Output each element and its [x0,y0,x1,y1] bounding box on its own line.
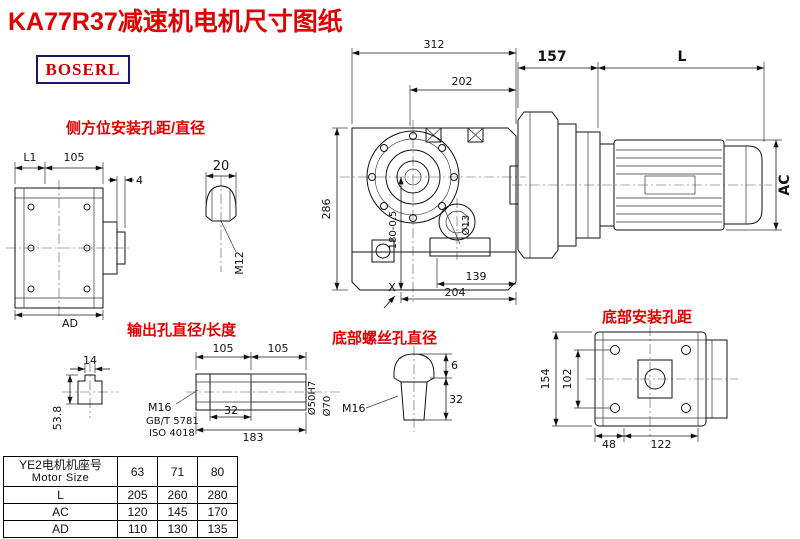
cell-ad-63: 110 [117,520,158,538]
table-header-en: Motor Size [31,472,90,485]
bottom-mount-dimensions: 154 102 48 122 [539,331,699,451]
dim-180: 180-0.5 [388,211,399,250]
table-row-ad: AD 110 130 135 [3,520,238,538]
dim-48: 48 [602,438,616,451]
cell-ad-71: 130 [157,520,198,538]
row-label-ac: AC [3,503,118,521]
flange-plate [705,339,728,419]
dim-l: L [678,49,687,65]
left-view-dimensions: L1 105 4 AD [14,151,143,330]
row-label-ad: AD [3,520,118,538]
dim-32-bottom: 32 [449,393,463,406]
motor-side-view [509,111,772,259]
inspection-cover [429,237,491,257]
dim-shaft-od: Ø70 [321,396,333,417]
bottom-mount-view [586,326,738,436]
dim-ac: AC [777,174,793,195]
dim-20: 20 [213,159,230,174]
front-view-dimensions: 312 202 286 180-0.5 Ø13 139 204 X [320,38,517,309]
cell-ad-80: 135 [197,520,238,538]
bottom-screw-detail: M16 6 32 [342,346,463,432]
table-header-motor-size: YE2电机机座号 Motor Size [3,456,118,487]
dim-286: 286 [320,199,333,220]
secondary-bore-circle [438,203,476,241]
table-size-63: 63 [117,456,158,487]
label-bottom-mount: 底部安装孔距 [602,309,693,326]
table-row-ac: AC 120 145 170 [3,503,238,521]
cell-l-63: 205 [117,486,158,504]
dim-32-output: 32 [224,404,238,417]
label-output-hole: 输出孔直径/长度 [127,322,237,339]
table-header-cn: YE2电机机座号 [19,457,102,472]
motor-size-table: YE2电机机座号 Motor Size 63 71 80 L 205 260 2… [3,456,238,538]
thread-m16-output: M16 [148,401,172,414]
left-view [6,180,132,318]
dim-139: 139 [466,270,487,283]
dim-bore: Ø50H7 [306,381,318,415]
std-iso: ISO 4018 [149,428,195,439]
dim-204: 204 [445,286,466,299]
label-side-mount: 侧方位安装孔距/直径 [66,120,206,137]
dim-ad: AD [62,317,78,330]
front-view [340,120,526,302]
table-row-l: L 205 260 280 [3,486,238,504]
cell-l-80: 280 [197,486,238,504]
dim-l1: L1 [23,151,36,164]
dim-105-a: 105 [213,342,234,355]
dim-157: 157 [537,49,566,65]
m16-screw-head [393,353,435,383]
output-shaft-detail: 14 53.8 105 105 32 [51,342,340,444]
row-label-l: L [3,486,118,504]
oil-plug [371,239,395,263]
table-size-80: 80 [197,456,238,487]
dim-4: 4 [136,174,143,187]
dim-105-b: 105 [268,342,289,355]
dim-183: 183 [243,431,264,444]
dim-key-width: 14 [83,354,97,367]
output-flange-circle [366,130,460,224]
side-mount-detail: M12 20 [205,159,246,275]
table-size-71: 71 [157,456,198,487]
thread-m12: M12 [233,251,246,275]
m12-plug [205,185,237,222]
cell-ac-80: 170 [197,503,238,521]
cell-ac-63: 120 [117,503,158,521]
dim-154: 154 [539,369,552,390]
key-cross-section [77,374,103,405]
boserl-logo: BOSERL [36,55,130,84]
datum-x: X [388,281,396,294]
boserl-logo-text: BOSERL [45,59,121,79]
dim-6: 6 [451,359,458,372]
std-gb: GB/T 5781 [146,416,199,427]
cell-l-71: 260 [157,486,198,504]
dim-312: 312 [424,38,445,51]
cell-ac-71: 145 [157,503,198,521]
dim-hole-dia: Ø13 [460,215,472,236]
motor-side-dimensions: 157 L AC [517,49,793,231]
label-bottom-screw: 底部螺丝孔直径 [332,330,438,347]
dim-key-height: 53.8 [51,406,64,431]
fan-cover [723,145,763,225]
dim-102: 102 [561,369,574,390]
dim-105-left: 105 [64,151,85,164]
dim-202: 202 [452,75,473,88]
page-title: KA77R37减速机电机尺寸图纸 [8,8,343,36]
thread-m16-bottom: M16 [342,402,366,415]
dim-122: 122 [651,438,672,451]
gearbox-side-profile [517,111,559,259]
